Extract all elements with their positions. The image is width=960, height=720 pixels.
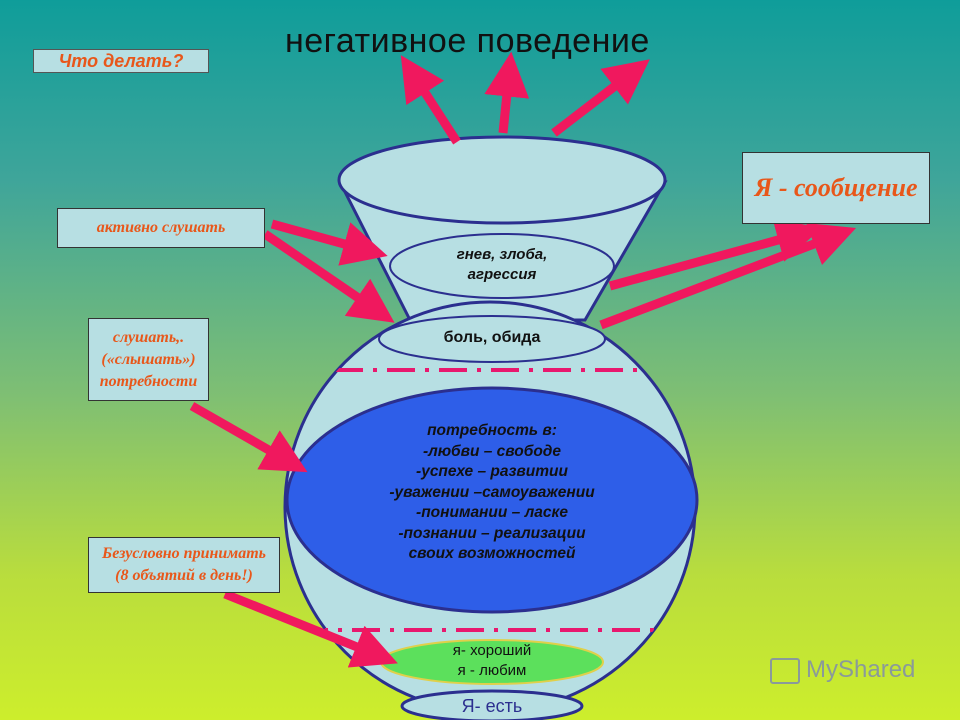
active-listening-label: активно слушать <box>96 219 226 236</box>
needs-label: потребность в: -любви – свободе -успехе … <box>389 422 595 562</box>
watermark-text: MyShared <box>806 656 916 683</box>
arrow-to-i-message-2 <box>599 222 857 330</box>
accept-label: Безусловно принимать (8 объятий в день!) <box>102 545 266 584</box>
good-label: я- хороший я - любим <box>452 642 532 679</box>
hear-needs-label: слушать,. («слышать») потребности <box>99 328 198 390</box>
vessel-opening <box>337 135 667 225</box>
needs-ellipse <box>285 386 699 614</box>
arrow-listen-1 <box>270 219 388 266</box>
pain-label: боль, обида <box>443 329 541 346</box>
arrow-listen-2 <box>262 230 395 323</box>
page-title: негативное поведение <box>285 22 650 60</box>
what-to-do-label: Что делать? <box>58 50 184 71</box>
arrow-up-center <box>484 51 530 134</box>
arrow-to-i-message-1 <box>608 218 822 291</box>
active-listening-box: активно слушать <box>57 208 265 248</box>
base-ellipse <box>400 689 584 720</box>
i-message-box: Я - сообщение <box>742 152 930 224</box>
anger-ellipse <box>389 233 615 299</box>
base-label: Я- есть <box>461 696 523 716</box>
watermark-icon <box>770 657 800 684</box>
accept-box: Безусловно принимать (8 объятий в день!) <box>88 537 280 593</box>
i-message-label: Я - сообщение <box>754 173 918 202</box>
anger-label: гнев, злоба, агрессия <box>456 246 548 283</box>
arrow-accept <box>223 589 398 668</box>
hear-needs-box: слушать,. («слышать») потребности <box>88 318 209 401</box>
arrow-up-left <box>400 55 461 145</box>
arrow-up-right <box>551 59 650 137</box>
pain-ellipse <box>378 315 606 363</box>
what-to-do-box: Что делать? <box>33 49 209 73</box>
arrow-needs <box>189 402 308 473</box>
watermark-logo: MyShared <box>770 656 915 684</box>
